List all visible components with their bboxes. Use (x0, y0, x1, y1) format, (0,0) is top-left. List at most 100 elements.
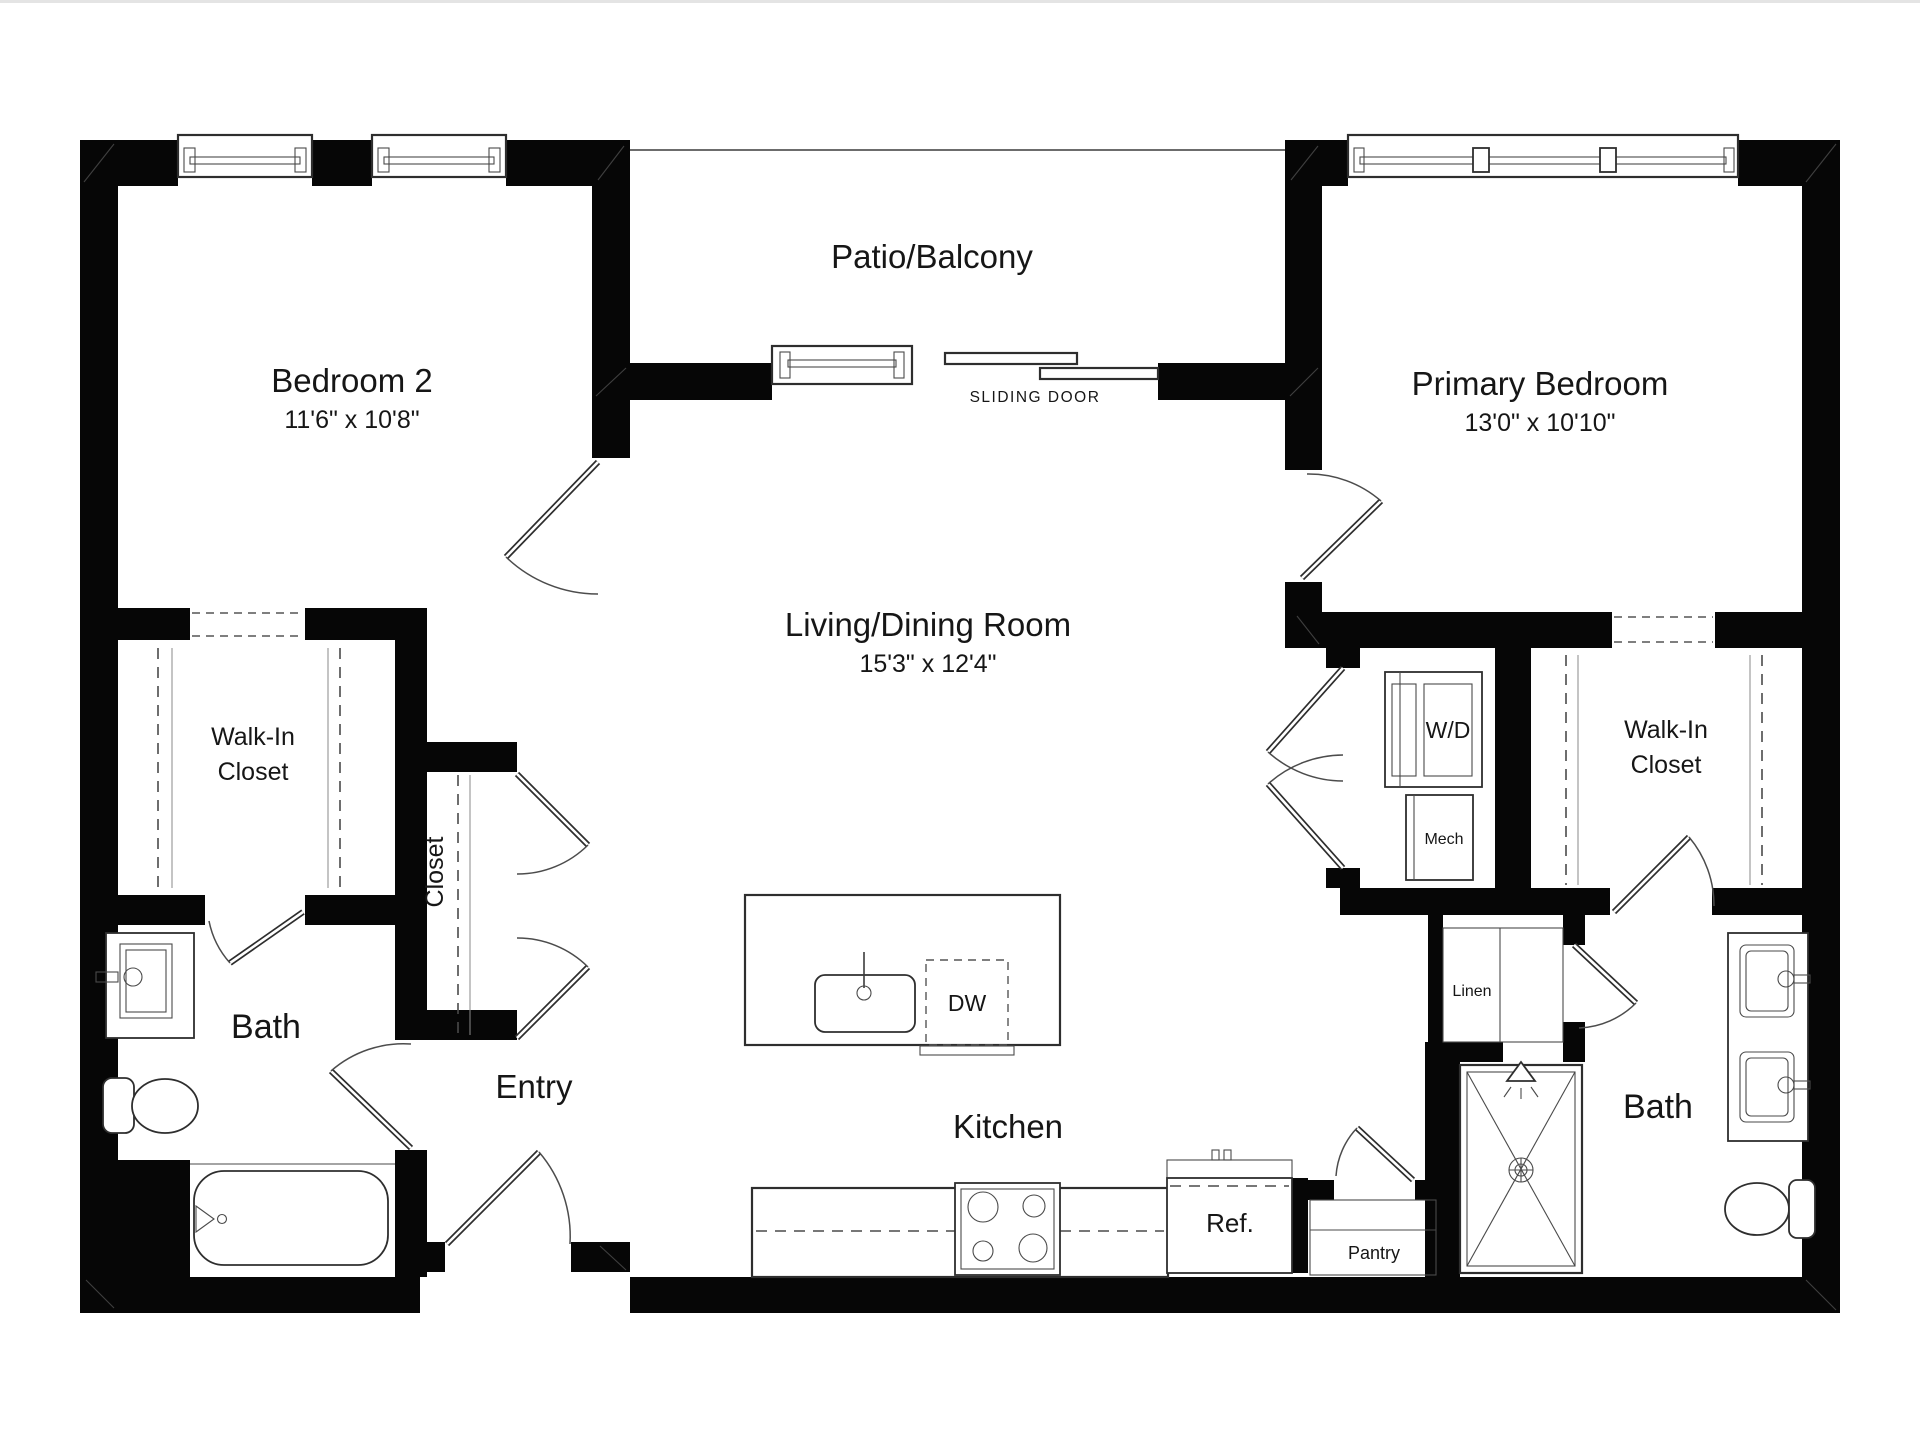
bath-right-fixtures: Linen (1442, 927, 1816, 1275)
kitchen-label: Kitchen (953, 1108, 1063, 1145)
bathtub (190, 1163, 395, 1266)
vanity-left (95, 932, 195, 1039)
washer-dryer: W/D (1384, 671, 1483, 788)
linen-closet: Linen (1442, 927, 1564, 1043)
faucet-left-bath (95, 971, 119, 983)
sliding-door-panel-2 (1038, 366, 1160, 381)
shower (1458, 1060, 1584, 1275)
window-primary-triple (1346, 133, 1740, 179)
door-wd-closet-bottom (1265, 754, 1346, 870)
wd-closet-jamb-top (1326, 648, 1360, 668)
wic-right-label-2: Closet (1631, 751, 1702, 779)
door-closet-bottom (514, 937, 591, 1041)
wall-wicL-bottom-a (118, 895, 205, 925)
door-primary-bedroom (1299, 473, 1384, 581)
wall-bottom-main (630, 1277, 1840, 1313)
walls (80, 140, 1840, 1313)
toilet-left (102, 1077, 199, 1134)
door-closet-top (514, 771, 591, 875)
bathR-door-jamb-bottom (1563, 1022, 1585, 1062)
wall-ref-right (1292, 1178, 1308, 1273)
entry-label: Entry (495, 1068, 573, 1105)
door-bath-right (1571, 942, 1639, 1029)
wall-patio-bottom-right (1158, 363, 1322, 400)
living-dining-label: Living/Dining Room (785, 606, 1071, 643)
wic-left-label-1: Walk-In (211, 723, 295, 751)
kitchen-counter (750, 1182, 1170, 1279)
toilet-bowl (1724, 1182, 1790, 1236)
wall-top-b2-a (80, 140, 178, 186)
wd-closet-jamb-bottom (1326, 868, 1360, 888)
pantry-jamb-left (1308, 1180, 1334, 1200)
windows (176, 133, 1740, 179)
tub-faucet (195, 1204, 215, 1234)
stove (954, 1182, 1061, 1276)
bath-left-corner-block (80, 1160, 190, 1313)
wall-bedroom2-right (592, 140, 630, 458)
dishwasher: DW (919, 959, 1015, 1056)
pantry-label: Pantry (1348, 1243, 1400, 1263)
wall-b2-bottom-a (118, 608, 190, 640)
burner (967, 1191, 999, 1223)
pantry: Pantry (1309, 1199, 1437, 1276)
wic-left-label-2: Closet (218, 758, 289, 786)
window-bedroom2-2 (370, 133, 508, 179)
wall-linen-left (1428, 915, 1443, 1062)
window-bedroom2-1 (176, 133, 314, 179)
dishwasher-label: DW (948, 990, 987, 1016)
wall-wicR-bottom (1712, 888, 1802, 915)
toilet-bowl (131, 1078, 199, 1134)
closet-rods (157, 648, 1763, 1035)
burner (972, 1240, 994, 1262)
wall-primary-bottom-a (1285, 612, 1612, 648)
cased-openings (192, 612, 1713, 643)
wall-wd-bottom (1340, 888, 1610, 915)
toilet-tank (102, 1077, 135, 1134)
wall-closet-bottom (427, 1010, 517, 1040)
door-bath-left (328, 1042, 414, 1151)
wall-primary-bottom-b (1715, 612, 1840, 648)
sliding-door: SLIDING DOOR (770, 344, 1160, 406)
wall-closet-spine (395, 608, 427, 1040)
island-sink (814, 952, 916, 1033)
linen-label: Linen (1452, 983, 1491, 1000)
door-wic-left (208, 909, 305, 966)
wall-left-outer (80, 140, 118, 1313)
bedroom2-dims: 11'6" x 10'8" (284, 406, 419, 434)
shower-head (1505, 1060, 1537, 1082)
burner (1022, 1194, 1046, 1218)
bedroom2-label: Bedroom 2 (271, 362, 432, 399)
refrigerator: Ref. (1166, 1149, 1293, 1274)
bath-left-fixtures (95, 932, 395, 1266)
wall-top-pb-b (1738, 140, 1840, 186)
door-wd-closet-top (1265, 666, 1346, 782)
wall-closet-top (427, 742, 517, 772)
pantry-jamb-right (1415, 1180, 1438, 1200)
door-pantry (1335, 1125, 1416, 1183)
wall-wd-right (1495, 648, 1531, 912)
bathR-door-jamb-top (1563, 915, 1585, 945)
doors (208, 459, 1715, 1247)
primary-bedroom-label: Primary Bedroom (1412, 365, 1669, 402)
bath-right-label: Bath (1623, 1088, 1693, 1126)
mechanical-label: Mech (1424, 831, 1463, 848)
door-wic-right (1611, 834, 1715, 915)
sliding-door-fixed-panel (770, 344, 914, 386)
mechanical-unit: Mech (1405, 794, 1474, 881)
wic-right-label-1: Walk-In (1624, 716, 1708, 744)
vanity-right (1727, 932, 1811, 1142)
door-bedroom2 (503, 459, 601, 595)
washer-dryer-label: W/D (1426, 717, 1471, 743)
wall-bath-left-lower (395, 1150, 427, 1277)
living-dining-dims: 15'3" x 12'4" (859, 650, 996, 678)
refrigerator-label: Ref. (1206, 1208, 1254, 1238)
patio-label: Patio/Balcony (831, 238, 1033, 275)
sink-faucet (856, 985, 872, 1001)
wall-primary-left-upper (1285, 140, 1322, 470)
wall-shower-left (1425, 1042, 1460, 1277)
toilet-right (1724, 1179, 1816, 1239)
wall-patio-bottom-left (592, 363, 772, 400)
bath-left-label: Bath (231, 1008, 301, 1046)
sliding-door-label: SLIDING DOOR (970, 389, 1101, 406)
